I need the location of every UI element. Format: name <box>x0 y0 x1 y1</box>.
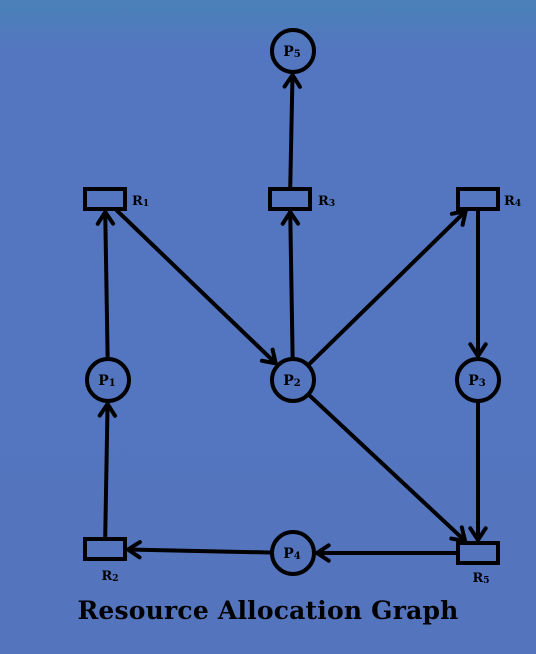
edge-r4-to-p3 <box>468 209 488 360</box>
process-label-p3: P3 <box>468 373 486 389</box>
process-node-p2: P2 <box>270 357 316 403</box>
arrowhead-icon <box>468 526 488 544</box>
process-node-p3: P3 <box>455 357 501 403</box>
process-circle <box>455 357 501 403</box>
resource-box <box>268 187 312 211</box>
edge-r2-to-p1 <box>97 400 118 540</box>
resource-label-r2: R2 <box>101 569 118 584</box>
process-node-p1: P1 <box>85 357 131 403</box>
process-label-p2: P2 <box>283 373 301 389</box>
resource-node-r1: R1 <box>83 187 149 211</box>
edge-r1-to-p2 <box>114 208 279 366</box>
process-circle <box>85 357 131 403</box>
edge-r5-to-p4 <box>313 543 458 563</box>
process-circle <box>270 28 316 74</box>
resource-label-r3: R3 <box>318 194 335 209</box>
arrowhead-icon <box>468 342 488 360</box>
arrowhead-icon <box>95 208 116 226</box>
resource-box <box>456 187 500 211</box>
edge-p2-to-r4 <box>307 208 469 366</box>
arrowhead-icon <box>97 400 118 418</box>
resource-node-r3: R3 <box>268 187 335 211</box>
arrowhead-icon <box>124 540 142 560</box>
edge-p2-to-r3 <box>280 208 301 360</box>
arrowhead-icon <box>449 525 468 544</box>
resource-node-r4: R4 <box>456 187 521 211</box>
resource-node-r2: R2 <box>83 537 127 584</box>
arrowhead-icon <box>313 543 331 563</box>
process-circle <box>270 357 316 403</box>
process-node-p5: P5 <box>270 28 316 74</box>
edge-p3-to-r5 <box>468 401 488 544</box>
resource-box <box>83 187 127 211</box>
arrowhead-icon <box>282 71 302 89</box>
process-label-p5: P5 <box>283 44 301 60</box>
edge-p2-to-r5 <box>307 393 468 544</box>
resource-label-r1: R1 <box>132 194 149 209</box>
edge-r3-to-p5 <box>282 71 302 190</box>
resource-node-r5: R5 <box>456 541 500 586</box>
resource-label-r5: R5 <box>472 571 489 586</box>
arrowhead-icon <box>280 208 301 226</box>
edge-p1-to-r1 <box>95 208 116 360</box>
resource-label-r4: R4 <box>504 194 521 209</box>
process-label-p1: P1 <box>98 373 116 389</box>
arrowhead-icon <box>449 208 469 227</box>
resource-box <box>456 541 500 565</box>
edges <box>95 71 488 563</box>
process-node-p4: P4 <box>270 530 316 576</box>
edge-p4-to-r2 <box>124 540 273 560</box>
resource-box <box>83 537 127 561</box>
process-circle <box>270 530 316 576</box>
arrowhead-icon <box>259 347 279 366</box>
diagram-title: Resource Allocation Graph <box>77 596 459 625</box>
process-label-p4: P4 <box>283 546 301 562</box>
